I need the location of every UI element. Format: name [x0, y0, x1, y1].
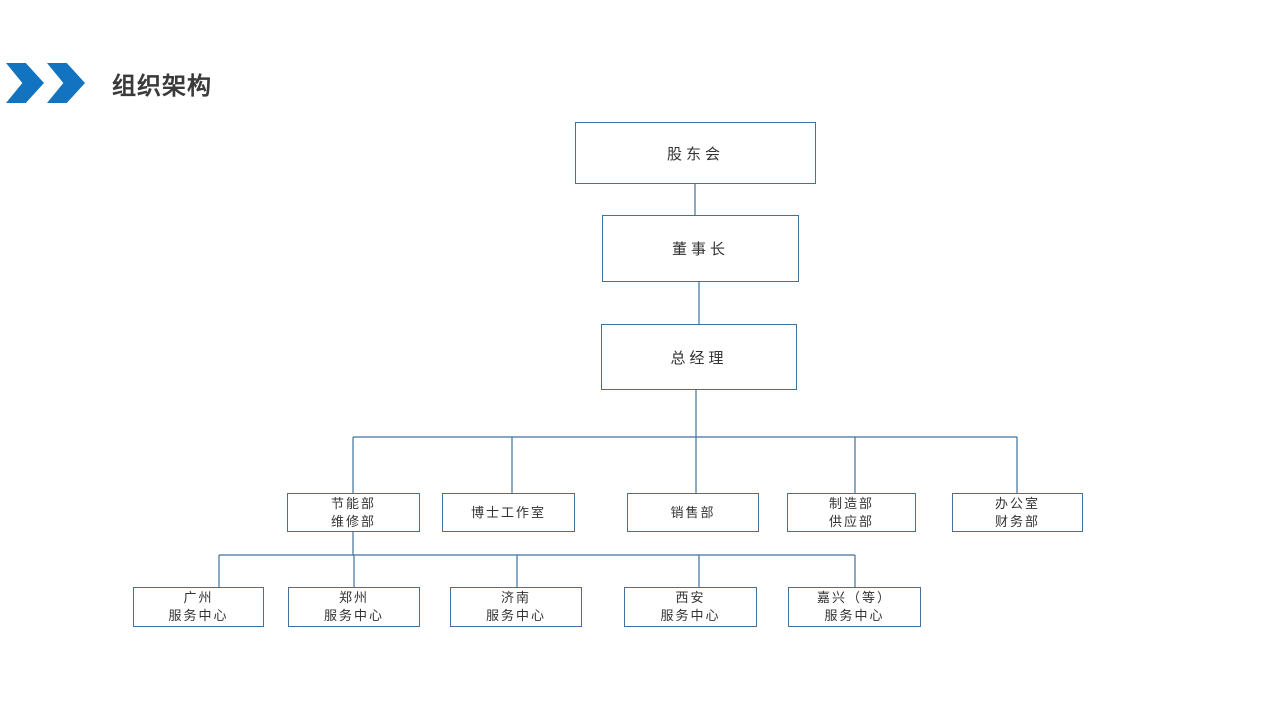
org-node-doctor-studio: 博士工作室: [442, 493, 575, 532]
org-node-label: 维修部: [330, 513, 376, 529]
org-node-label: 总经理: [670, 349, 728, 367]
org-node-label: 销售部: [670, 504, 716, 520]
org-node-zhengzhou-service-center: 郑州 服务中心: [288, 587, 420, 627]
org-node-office-finance-dept: 办公室 财务部: [952, 493, 1083, 532]
org-node-jinan-service-center: 济南 服务中心: [450, 587, 582, 627]
org-node-label: 办公室: [994, 495, 1040, 511]
org-node-label: 董事长: [671, 241, 729, 258]
org-node-manufacturing-supply-dept: 制造部 供应部: [787, 493, 916, 532]
org-node-label: 制造部: [828, 495, 874, 511]
org-node-chairman: 董事长: [602, 215, 799, 282]
org-node-label: 广州: [183, 590, 214, 605]
org-node-shareholders: 股东会: [575, 122, 816, 184]
org-node-label: 服务中心: [660, 608, 721, 623]
org-node-label: 服务中心: [323, 608, 384, 623]
org-node-label: 博士工作室: [470, 504, 546, 520]
page-title: 组织架构: [112, 73, 212, 100]
org-node-label: 节能部: [330, 495, 376, 511]
org-node-label: 服务中心: [168, 608, 229, 623]
org-node-label: 股东会: [666, 145, 724, 163]
org-node-general-manager: 总经理: [601, 324, 797, 390]
org-node-label: 西安: [675, 590, 706, 605]
org-node-label: 济南: [500, 590, 531, 605]
org-node-label: 嘉兴（等）: [816, 590, 892, 605]
org-node-energy-maintenance-dept: 节能部 维修部: [287, 493, 420, 532]
org-node-label: 供应部: [828, 513, 874, 529]
org-node-label: 服务中心: [824, 608, 885, 623]
org-node-xian-service-center: 西安 服务中心: [624, 587, 757, 627]
org-node-guangzhou-service-center: 广州 服务中心: [133, 587, 264, 627]
org-node-label: 财务部: [994, 513, 1040, 529]
title-marker: [6, 63, 85, 103]
org-node-jiaxing-service-center: 嘉兴（等） 服务中心: [788, 587, 921, 627]
org-node-label: 郑州: [338, 590, 369, 605]
org-node-label: 服务中心: [485, 608, 546, 623]
org-node-sales-dept: 销售部: [627, 493, 759, 532]
